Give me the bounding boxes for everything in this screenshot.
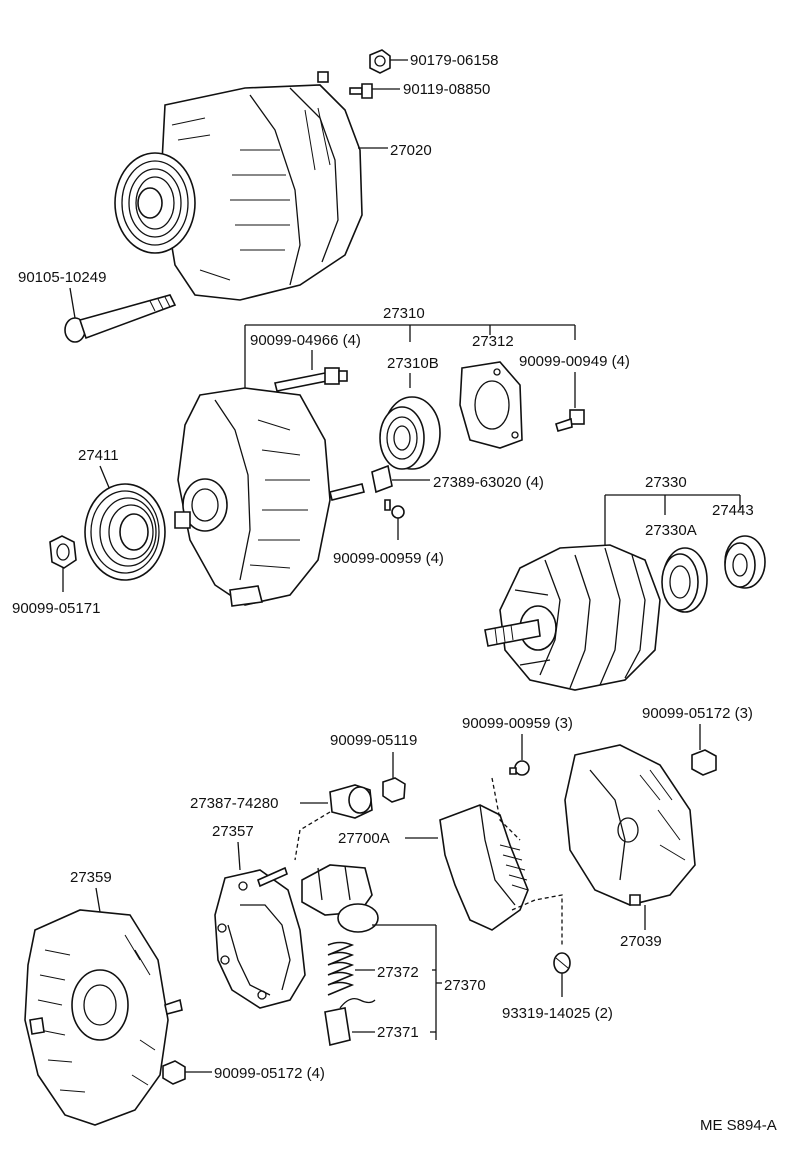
bolt-icon (349, 83, 373, 99)
nut-icon (162, 1060, 186, 1085)
nut-icon (691, 749, 717, 776)
label-27330A: 27330A (645, 522, 697, 539)
spring-icon (327, 941, 355, 996)
bolt-icon (555, 409, 585, 432)
label-90099-00959-4: 90099-00959 (4) (333, 550, 444, 567)
diagram-code: ME S894-A (700, 1117, 777, 1134)
bolt-icon (274, 367, 348, 392)
brush-holder-icon (301, 864, 379, 933)
frame-housing-icon (24, 909, 183, 1126)
bolt-icon (329, 483, 365, 501)
nut-icon (553, 952, 571, 974)
bolt-icon (509, 760, 530, 776)
regulator-icon (439, 804, 529, 931)
label-90099-05171: 90099-05171 (12, 600, 100, 617)
rectifier-icon (214, 866, 306, 1009)
label-27443: 27443 (712, 502, 754, 519)
label-90099-05172-4: 90099-05172 (4) (214, 1065, 325, 1082)
label-27411: 27411 (78, 447, 119, 464)
cover-icon (564, 744, 696, 906)
label-27372: 27372 (377, 964, 419, 981)
frame-housing-icon (174, 387, 331, 607)
label-27312: 27312 (472, 333, 514, 350)
rotor-icon (484, 544, 661, 691)
pulley-icon (84, 483, 166, 581)
label-90105-10249: 90105-10249 (18, 269, 106, 286)
bearing-retainer-plate-icon (459, 361, 523, 449)
label-93319-14025: 93319-14025 (2) (502, 1005, 613, 1022)
bearing-cover-icon (724, 535, 766, 589)
label-27389-63020: 27389-63020 (4) (433, 474, 544, 491)
clamp-icon (371, 464, 393, 494)
label-27020: 27020 (390, 142, 432, 159)
label-27310B: 27310B (387, 355, 439, 372)
label-27371: 27371 (377, 1024, 419, 1041)
bearing-icon (379, 396, 441, 470)
label-27359: 27359 (70, 869, 112, 886)
label-27330: 27330 (645, 474, 687, 491)
label-90099-00959-3: 90099-00959 (3) (462, 715, 573, 732)
label-27370: 27370 (444, 977, 486, 994)
label-90179-06158: 90179-06158 (410, 52, 498, 69)
label-27387-74280: 27387-74280 (190, 795, 278, 812)
label-90099-00949: 90099-00949 (4) (519, 353, 630, 370)
label-90099-05172-3: 90099-05172 (3) (642, 705, 753, 722)
bolt-icon (64, 294, 177, 343)
bolt-icon (384, 499, 405, 519)
nut-icon (369, 49, 391, 74)
label-27039: 27039 (620, 933, 662, 950)
label-90099-04966: 90099-04966 (4) (250, 332, 361, 349)
label-27700A: 27700A (338, 830, 390, 847)
label-90119-08850: 90119-08850 (403, 81, 490, 98)
nut-icon (382, 777, 406, 803)
label-90099-05119: 90099-05119 (330, 732, 417, 749)
nut-icon (49, 535, 77, 569)
bearing-icon (661, 547, 708, 613)
brush-icon (324, 997, 376, 1046)
label-27310: 27310 (383, 305, 425, 322)
label-27357: 27357 (212, 823, 254, 840)
alternator-assembly-icon (114, 71, 363, 301)
insulator-icon (329, 784, 373, 819)
